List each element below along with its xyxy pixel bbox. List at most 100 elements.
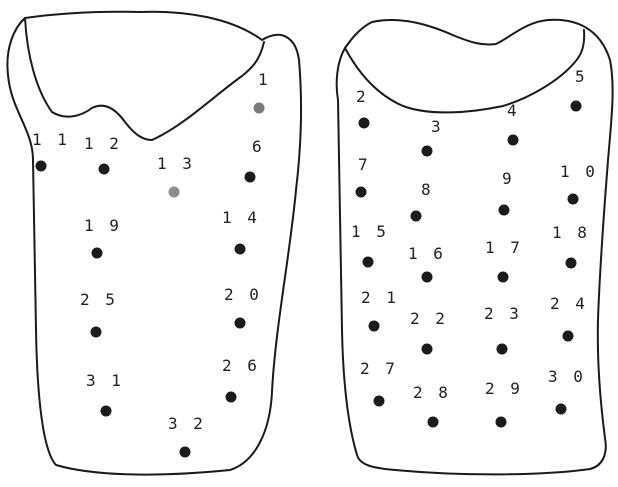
point-dot-25 (91, 327, 102, 338)
measurement-point-7: 7 (356, 155, 371, 198)
point-dot-31 (101, 406, 112, 417)
point-label-13: 1 3 (157, 154, 195, 173)
point-dot-22 (422, 344, 433, 355)
measurement-point-19: 1 9 (84, 216, 122, 259)
measurement-point-11: 1 1 (32, 130, 70, 172)
point-label-9: 9 (502, 169, 515, 188)
measurement-point-12: 1 2 (84, 134, 122, 175)
right-tooth-occlusal-rim (345, 30, 584, 112)
measurement-point-1: 1 (254, 70, 271, 114)
point-label-10: 1 0 (560, 162, 598, 181)
point-label-5: 5 (575, 67, 588, 86)
measurement-point-15: 1 5 (351, 222, 389, 268)
point-dot-27 (374, 396, 385, 407)
point-dot-18 (566, 258, 577, 269)
point-label-29: 2 9 (485, 379, 523, 398)
point-label-25: 2 5 (80, 290, 118, 309)
left-tooth-occlusal-rim (25, 18, 264, 140)
left-tooth-view (7, 12, 301, 475)
point-dot-21 (369, 321, 380, 332)
measurement-point-13: 1 3 (157, 154, 195, 198)
measurement-point-4: 4 (507, 101, 520, 146)
point-label-28: 2 8 (413, 383, 451, 402)
measurement-point-8: 8 (411, 180, 434, 222)
point-dot-12 (99, 164, 110, 175)
measurement-point-23: 2 3 (484, 304, 522, 355)
point-label-8: 8 (421, 180, 434, 199)
measurement-point-21: 2 1 (361, 288, 399, 332)
point-dot-3 (422, 146, 433, 157)
measurement-point-25: 2 5 (80, 290, 118, 338)
point-dot-16 (422, 272, 433, 283)
point-label-20: 2 0 (224, 285, 262, 304)
left-tooth-outline (7, 12, 301, 475)
point-dot-24 (563, 331, 574, 342)
point-dot-7 (356, 187, 367, 198)
measurement-point-22: 2 2 (410, 309, 448, 355)
measurement-point-32: 3 2 (168, 414, 206, 458)
point-label-1: 1 (258, 70, 271, 89)
measurement-point-24: 2 4 (550, 294, 588, 342)
point-dot-6 (245, 172, 256, 183)
point-label-31: 3 1 (86, 371, 124, 390)
point-dot-13 (169, 187, 180, 198)
point-label-11: 1 1 (32, 130, 70, 149)
measurement-point-20: 2 0 (224, 285, 262, 329)
point-label-4: 4 (507, 101, 520, 120)
point-label-23: 2 3 (484, 304, 522, 323)
point-label-12: 1 2 (84, 134, 122, 153)
measurement-point-31: 3 1 (86, 371, 124, 417)
point-dot-4 (508, 135, 519, 146)
point-label-22: 2 2 (410, 309, 448, 328)
measurement-point-30: 3 0 (548, 367, 586, 415)
point-label-3: 3 (431, 117, 444, 136)
measurement-point-18: 1 8 (552, 223, 590, 269)
measurement-point-27: 2 7 (360, 359, 398, 407)
point-dot-1 (254, 103, 265, 114)
point-label-6: 6 (252, 137, 265, 156)
measurement-point-3: 3 (422, 117, 444, 157)
point-dot-20 (235, 318, 246, 329)
point-dot-32 (180, 447, 191, 458)
measurement-point-17: 1 7 (485, 238, 523, 283)
point-label-24: 2 4 (550, 294, 588, 313)
point-dot-10 (568, 194, 579, 205)
point-dot-2 (359, 118, 370, 129)
measurement-point-16: 1 6 (408, 244, 446, 283)
point-label-14: 1 4 (222, 208, 260, 227)
measurement-point-6: 6 (245, 137, 265, 183)
measurement-points: 1 1 1 1 2 1 3 6 1 9 1 4 2 5 2 0 3 1 2 6 3 2 2 3 4 5 7 8 9 1… (32, 67, 598, 458)
measurement-point-14: 1 4 (222, 208, 260, 255)
point-label-26: 2 6 (222, 356, 260, 375)
point-dot-8 (411, 211, 422, 222)
point-label-27: 2 7 (360, 359, 398, 378)
measurement-point-26: 2 6 (222, 356, 260, 403)
measurement-point-5: 5 (571, 67, 588, 112)
point-label-2: 2 (356, 87, 369, 106)
point-label-16: 1 6 (408, 244, 446, 263)
measurement-point-29: 2 9 (485, 379, 523, 428)
measurement-point-9: 9 (499, 169, 515, 216)
point-dot-28 (428, 417, 439, 428)
point-dot-19 (92, 248, 103, 259)
point-dot-29 (496, 417, 507, 428)
measurement-point-10: 1 0 (560, 162, 598, 205)
point-dot-26 (226, 392, 237, 403)
point-label-19: 1 9 (84, 216, 122, 235)
point-label-7: 7 (358, 155, 371, 174)
point-dot-23 (497, 344, 508, 355)
point-dot-17 (498, 272, 509, 283)
measurement-point-2: 2 (356, 87, 370, 129)
point-dot-15 (363, 257, 374, 268)
measurement-point-28: 2 8 (413, 383, 451, 428)
point-dot-14 (235, 244, 246, 255)
point-dot-5 (571, 101, 582, 112)
point-dot-11 (36, 161, 47, 172)
point-label-17: 1 7 (485, 238, 523, 257)
point-dot-9 (499, 205, 510, 216)
point-label-15: 1 5 (351, 222, 389, 241)
point-label-30: 3 0 (548, 367, 586, 386)
point-label-32: 3 2 (168, 414, 206, 433)
point-label-18: 1 8 (552, 223, 590, 242)
